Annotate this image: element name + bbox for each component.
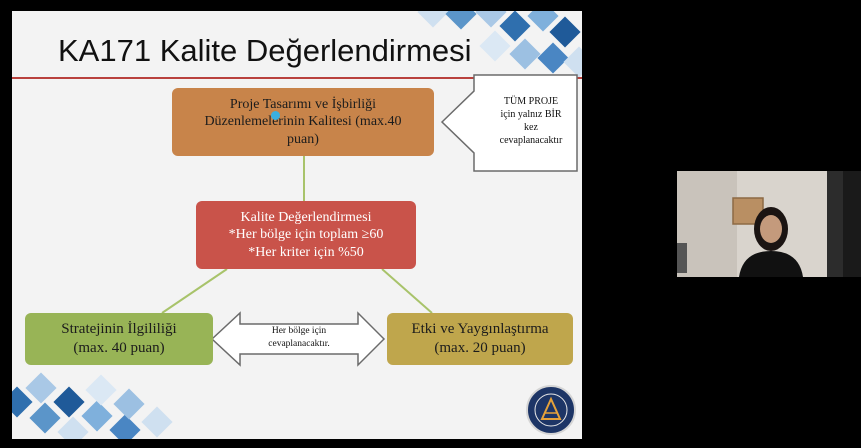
- callout-line2: için yalnız BİR: [500, 109, 562, 120]
- title-underline: [12, 77, 582, 79]
- box-right-line2: (max. 20 puan): [434, 340, 526, 356]
- callout-line1: TÜM PROJE: [503, 96, 559, 107]
- box-impact-dissemination: Etki ve Yaygınlaştırma (max. 20 puan): [387, 313, 573, 365]
- box-top-line1: Proje Tasarımı ve İşbirliği: [229, 96, 377, 112]
- box-center-line1: Kalite Değerlendirmesi: [240, 209, 372, 225]
- presentation-slide: KA171 Kalite Değerlendirmesi Proje Tasar…: [12, 11, 582, 439]
- box-top-line3: puan): [287, 131, 319, 147]
- callout-line4: cevaplanacaktır: [499, 135, 563, 146]
- participant-video-feed: [677, 171, 861, 277]
- diagram-connectors: [161, 74, 578, 367]
- arrow-line1: Her bölge için: [271, 326, 327, 336]
- box-center-line3: *Her kriter için %50: [248, 244, 364, 260]
- box-left-line2: (max. 40 puan): [73, 340, 165, 356]
- box-project-design-quality: Proje Tasarımı ve İşbirliği Düzenlemeler…: [172, 88, 434, 156]
- callout-note: TÜM PROJE için yalnız BİR kez cevaplanac…: [485, 95, 577, 147]
- callout-arrow-shape: [440, 74, 578, 172]
- box-strategy-relevance: Stratejinin İlgililiği (max. 40 puan): [25, 313, 213, 365]
- pointer-cursor-icon: [271, 111, 280, 120]
- connector-center-left: [161, 268, 228, 314]
- university-logo: [526, 385, 576, 435]
- logo-emblem-icon: [534, 393, 568, 427]
- arrow-line2: cevaplanacaktır.: [268, 338, 330, 349]
- double-arrow-label: Her bölge için cevaplanacaktır.: [244, 325, 354, 351]
- double-arrow-shape: [210, 311, 386, 367]
- box-center-line2: *Her bölge için toplam ≥60: [228, 227, 384, 243]
- callout-line3: kez: [524, 122, 538, 133]
- box-top-line2: Düzenlemelerinin Kalitesi (max.40: [204, 114, 402, 130]
- connector-center-right: [381, 268, 433, 314]
- participant-video-tile[interactable]: [677, 171, 861, 277]
- slide-title: KA171 Kalite Değerlendirmesi: [58, 33, 472, 68]
- box-right-line1: Etki ve Yaygınlaştırma: [411, 321, 549, 338]
- box-quality-evaluation: Kalite Değerlendirmesi *Her bölge için t…: [196, 201, 416, 269]
- box-left-line1: Stratejinin İlgililiği: [61, 321, 177, 338]
